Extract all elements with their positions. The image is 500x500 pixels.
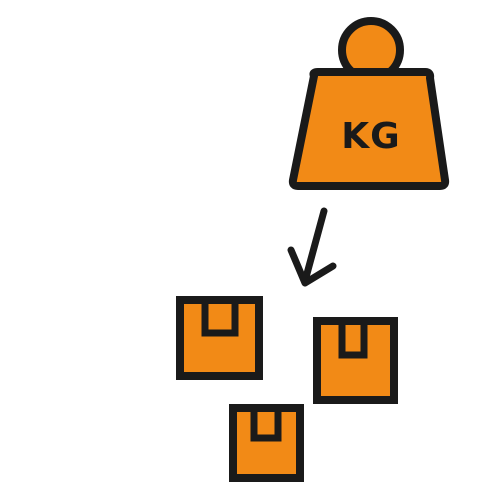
box-icon: [229, 404, 304, 482]
weight-body: [288, 68, 450, 190]
box-body: [229, 404, 304, 482]
box-icon: [313, 317, 398, 404]
arrow-shaft: [301, 207, 328, 285]
box-body: [176, 296, 263, 380]
down-left-arrow-icon: [287, 207, 337, 287]
arrow-head: [287, 246, 337, 287]
box-tape: [201, 300, 239, 337]
box-tape: [250, 408, 282, 442]
box-body: [313, 317, 398, 404]
box-tape: [338, 321, 368, 359]
kettlebell-weight-icon: KG: [288, 17, 450, 190]
weight-label: KG: [341, 116, 400, 157]
box-icon: [176, 296, 263, 380]
